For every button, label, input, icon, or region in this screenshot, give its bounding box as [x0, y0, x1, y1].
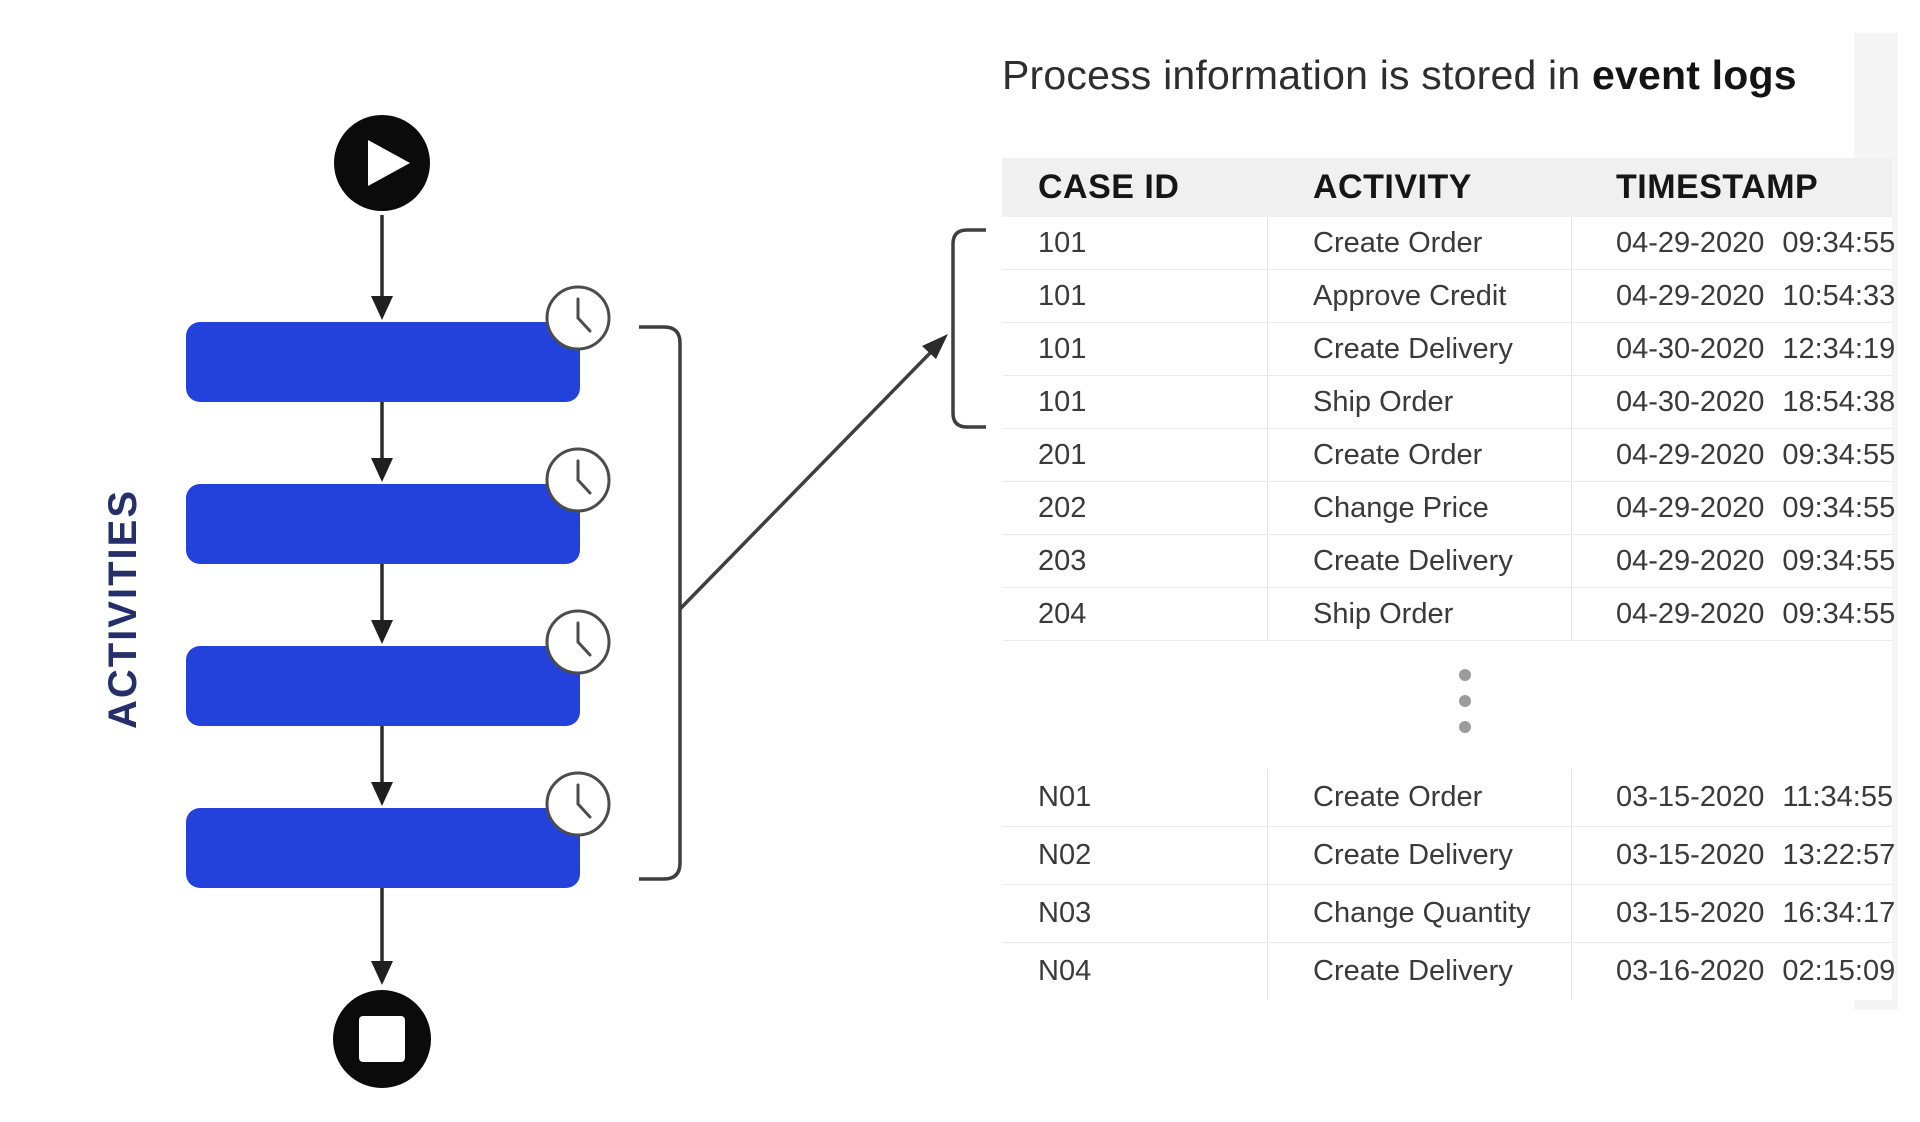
clock-icon [545, 771, 611, 837]
activities-label: ACTIVITIES [101, 488, 145, 730]
cell-activity: Create Delivery [1268, 535, 1572, 587]
arrowhead-icon [371, 620, 393, 644]
header-timestamp: TIMESTAMP [1616, 168, 1819, 206]
activity-box-1 [186, 322, 580, 402]
cell-case-id: 101 [1002, 376, 1268, 428]
table-gap [1002, 641, 1892, 769]
table-header-row: CASE ID ACTIVITY TIMESTAMP [1002, 158, 1892, 217]
cell-activity: Create Order [1268, 217, 1572, 269]
link-arrow [678, 334, 948, 611]
cell-case-id: N03 [1002, 885, 1268, 942]
flow-arrows [371, 215, 393, 985]
arrowhead-icon [371, 458, 393, 482]
ellipsis-dot [1459, 721, 1471, 733]
event-log-table: CASE ID ACTIVITY TIMESTAMP 101 Create Or… [1002, 158, 1896, 1000]
link-arrow-line [678, 349, 934, 611]
cell-activity: Change Quantity [1268, 885, 1572, 942]
table-bracket [951, 228, 986, 429]
header-activity: ACTIVITY [1313, 168, 1472, 206]
cell-activity: Create Delivery [1268, 827, 1572, 884]
play-triangle [368, 140, 410, 186]
clock-icon [545, 447, 611, 513]
stop-icon [333, 990, 431, 1088]
diagram-bracket [639, 325, 682, 881]
cell-case-id: 202 [1002, 482, 1268, 534]
cell-case-id: N04 [1002, 943, 1268, 1000]
arrowhead-icon [371, 961, 393, 985]
arrowhead-icon [371, 296, 393, 320]
clock-icons [545, 285, 611, 837]
ellipsis-dot [1459, 669, 1471, 681]
cell-activity: Create Delivery [1268, 943, 1572, 1000]
arrowhead-icon [922, 334, 948, 359]
cell-case-id: 203 [1002, 535, 1268, 587]
cell-case-id: 101 [1002, 270, 1268, 322]
process-flow-diagram [186, 115, 986, 1088]
cell-activity: Change Price [1268, 482, 1572, 534]
clock-icon [545, 609, 611, 675]
cell-case-id: 201 [1002, 429, 1268, 481]
arrowhead-icon [371, 782, 393, 806]
cell-activity: Create Order [1268, 769, 1572, 826]
cell-activity: Ship Order [1268, 588, 1572, 640]
ellipsis-dot [1459, 695, 1471, 707]
cell-case-id: 204 [1002, 588, 1268, 640]
title-regular-text: Process information is stored in [1002, 52, 1581, 98]
play-icon [334, 115, 430, 211]
activity-box-2 [186, 484, 580, 564]
header-case-id: CASE ID [1038, 168, 1180, 206]
cell-activity: Create Delivery [1268, 323, 1572, 375]
stop-square [359, 1016, 405, 1062]
clock-icon [545, 285, 611, 351]
cell-case-id: N01 [1002, 769, 1268, 826]
activity-box-4 [186, 808, 580, 888]
cell-case-id: 101 [1002, 217, 1268, 269]
cell-activity: Approve Credit [1268, 270, 1572, 322]
page-title: Process information is stored in event l… [1002, 52, 1797, 99]
cell-activity: Create Order [1268, 429, 1572, 481]
cell-activity: Ship Order [1268, 376, 1572, 428]
activity-box-3 [186, 646, 580, 726]
cell-case-id: 101 [1002, 323, 1268, 375]
cell-case-id: N02 [1002, 827, 1268, 884]
title-bold-text: event logs [1591, 52, 1797, 98]
